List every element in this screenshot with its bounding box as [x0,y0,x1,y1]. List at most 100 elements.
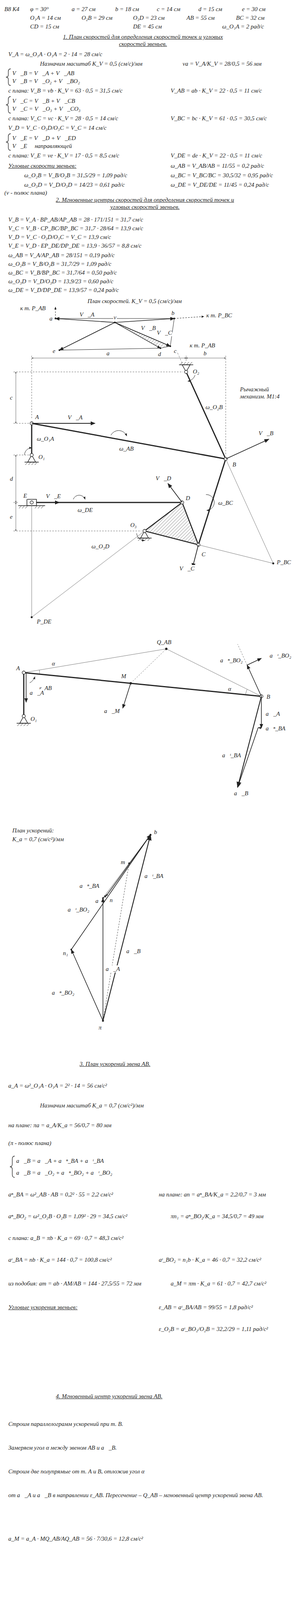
angle-label: α [51,660,56,668]
section-heading: 1. План скоростей для определения скорос… [55,33,231,48]
given-value: d = 15 см [198,5,223,13]
vector-label: a⃗_A [105,966,121,974]
linkage-mechanism [31,506,33,618]
acceleration-construction [245,689,248,696]
acceleration-construction [165,648,168,651]
velocity-plan [114,318,175,323]
linkage-mechanism [225,356,227,457]
linkage-mechanism [192,545,199,569]
formula: a_M = a_A · MQ_AB/AQ_AB = 56 · 7/30,6 = … [7,1536,144,1544]
linkage-mechanism [13,423,30,425]
linkage-mechanism [178,364,194,366]
velocity-plan [114,322,161,349]
formula: ω_DE = V_D/DP_DE = 13,9/57 = 0,24 рад/с [7,286,120,294]
formula: V_C = V_B · CP_BC/BP_BC = 31,7 · 28/64 =… [7,224,144,233]
vector-label: a⃗_M [103,708,120,716]
acceleration-construction [16,644,263,789]
direction-note: к т. P_BC [205,312,233,320]
linkage-mechanism [167,483,183,503]
formula: V⃗_B = V⃗_O₂ + V⃗_BO₂ [11,77,81,85]
linkage-mechanism [30,616,33,619]
formula: aⁿ_BO₂ = ω²_O₂B · O₂B = 1,09² · 29 = 34,… [7,1213,128,1221]
linkage-mechanism [13,531,142,532]
linkage-mechanism [73,495,86,500]
acceleration-plan [71,950,103,1022]
system-brace [5,68,11,86]
linkage-mechanism [30,563,275,619]
given-value: φ = 30° [29,5,50,13]
system-brace [5,133,11,151]
point-label: a [95,898,99,906]
acceleration-plan [102,835,151,899]
linkage-mechanism [225,439,269,460]
linkage-mechanism [26,499,37,507]
point-label: n₁ [62,950,69,958]
vector-label: V⃗_A [79,311,96,319]
acceleration-construction [23,673,262,697]
velocity-plan [54,317,57,320]
linkage-mechanism [187,375,195,382]
point-label: v [113,314,117,322]
acceleration-plan [106,894,108,897]
velocity-plan [58,349,61,352]
acceleration-construction [130,649,167,684]
dimension-label: a [106,350,111,358]
formula: V_A = ω_O₁A · O₁A = 2 · 14 = 28 см/с [7,50,103,58]
acceleration-construction [23,673,25,717]
vector-label: a⃗_B [233,790,249,798]
plan-title: План ускорений: [11,827,55,835]
vector-label: V⃗_C [178,565,195,573]
velocity-plan [159,347,162,350]
point-label: a [49,315,54,323]
linkage-mechanism [205,495,215,511]
formula: ω_O₃D = V_D/O₃D = 13,9/23 = 0,60 рад/с [7,277,114,286]
point-label: O₁ [38,453,46,461]
linkage-mechanism [25,462,38,466]
linkage-mechanism [31,348,274,618]
linkage-mechanism [225,459,274,564]
variant-label: В8 К4 [3,5,20,13]
linkage-mechanism [19,506,44,509]
vector-label: a⃗_B [125,948,141,956]
formula: aⁿ_BA = ω²_AB · AB = 0,2² · 55 = 2,2 см/… [7,1191,114,1200]
direction-note: к т. P_AB [189,342,216,350]
formula: V⃗_C = V⃗_B + V⃗_CB [11,97,76,105]
formula: ω_DE = V_DE/DE = 11/45 = 0,24 рад/с [170,181,270,189]
section-heading: 2. Мгновенные центры скоростей для опред… [51,196,239,211]
formula: Назначим масштаб K_a = 0,7 (см/с²)/мм [39,1102,145,1110]
acceleration-plan [70,834,152,1023]
acceleration-plan [102,864,130,1022]
acceleration-construction [17,723,30,727]
angular-velocity-label: ω_O₁A [36,435,55,443]
dimension-label: c [9,394,14,402]
linkage-mechanism [31,423,96,425]
linkage-mechanism [13,356,226,532]
linkage-mechanism [144,502,199,546]
formula: ω_AB = V_AB/AB = 11/55 = 0,2 рад/с [170,162,265,170]
formula: V_E = V_D · EP_DE/DP_DE = 13,9 · 36/57 =… [7,242,142,250]
section-heading: 4. Мгновенный центр ускорений звена AB. [55,1393,163,1402]
acceleration-construction [26,658,262,789]
velocity-plan [173,317,176,320]
given-value: ω_O₁A = 2 рад/с [221,22,265,31]
velocity-plan [114,321,116,324]
vector-label: a⃗_A [265,710,281,718]
formula: ω_O₂B = V_B/O₂B = 31,7/29 = 1,09 рад/с [7,260,112,268]
formula: с плана: a_B = πb · K_a = 69 · 0,7 = 48,… [7,1235,124,1243]
acceleration-plan [102,898,104,900]
formula: a⃗_B = a⃗_A + a⃗ⁿ_BA + a⃗ᵗ_BA [15,1158,105,1166]
note: (v - полюс плана) [3,189,48,197]
formula: V_D = V_C · O₃D/O₃C = V_C = 14 см/с [7,124,107,132]
system-brace [9,1157,15,1179]
vector-label: V⃗_B [258,430,275,438]
formula: из подобия: am = ab · AM/AB = 144 · 27,5… [7,1281,142,1289]
acceleration-plan [102,898,104,1022]
acceleration-plan [70,949,73,952]
acceleration-construction [237,696,262,789]
velocity-plan [55,318,115,323]
acceleration-construction [23,649,167,674]
given-value: O₂B = 29 см [81,14,113,22]
formula: V_DE = de · K_V = 22 · 0,5 = 11 см/с [170,152,263,160]
formula: Строим две полупрямые от т. A и B, отлож… [7,1469,145,1477]
